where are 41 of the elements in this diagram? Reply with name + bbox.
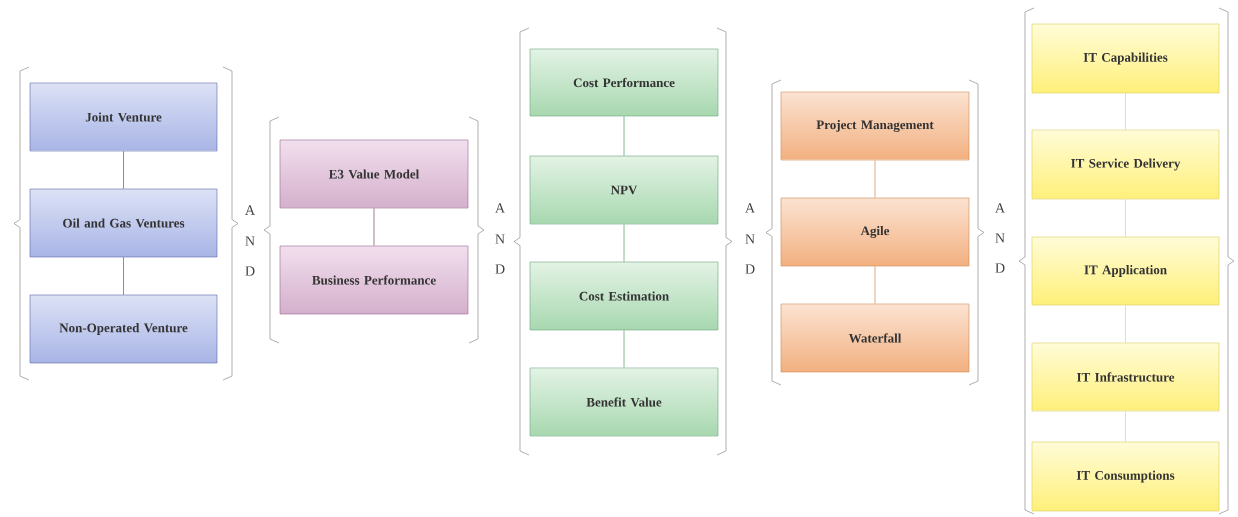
process-box: Benefit Value [529, 367, 719, 437]
letter: N [245, 236, 255, 246]
connector-line [123, 150, 124, 190]
connector-line [623, 223, 625, 263]
process-box: NPV [529, 155, 719, 225]
letter: A [245, 205, 255, 215]
letter: D [495, 264, 505, 274]
connector-line [1125, 92, 1126, 131]
connector-line [1125, 198, 1126, 238]
process-box: Non-Operated Venture [29, 294, 218, 364]
connector-line [123, 256, 124, 296]
process-box: IT Service Delivery [1031, 129, 1220, 200]
process-box: Project Management [780, 91, 970, 161]
process-box: Oil and Gas Ventures [29, 188, 218, 258]
connector-line [874, 159, 876, 199]
connector-line [623, 115, 625, 157]
process-box: Cost Performance [529, 48, 719, 117]
connector-line [874, 265, 876, 305]
connector-line [373, 207, 375, 247]
process-box: Business Performance [279, 245, 469, 315]
process-box: IT Consumptions [1031, 441, 1220, 512]
letter: D [995, 263, 1005, 273]
letter: D [745, 264, 755, 274]
process-box: Waterfall [780, 303, 970, 373]
process-box: IT Infrastructure [1031, 342, 1220, 412]
letter: A [995, 203, 1005, 213]
letter: A [495, 203, 505, 213]
connector-line [1125, 410, 1126, 443]
process-box: Joint Venture [29, 82, 218, 152]
process-box: IT Application [1031, 236, 1220, 306]
process-box: IT Capabilities [1031, 23, 1220, 94]
letter: N [495, 234, 505, 244]
process-box: Cost Estimation [529, 261, 719, 331]
letter: N [745, 234, 755, 244]
process-box: E3 Value Model [279, 139, 469, 209]
connector-line [1125, 304, 1126, 344]
process-box: Agile [780, 197, 970, 267]
connector-line [623, 329, 625, 369]
letter: A [745, 203, 755, 213]
letter: D [245, 266, 255, 276]
letter: N [995, 233, 1005, 243]
